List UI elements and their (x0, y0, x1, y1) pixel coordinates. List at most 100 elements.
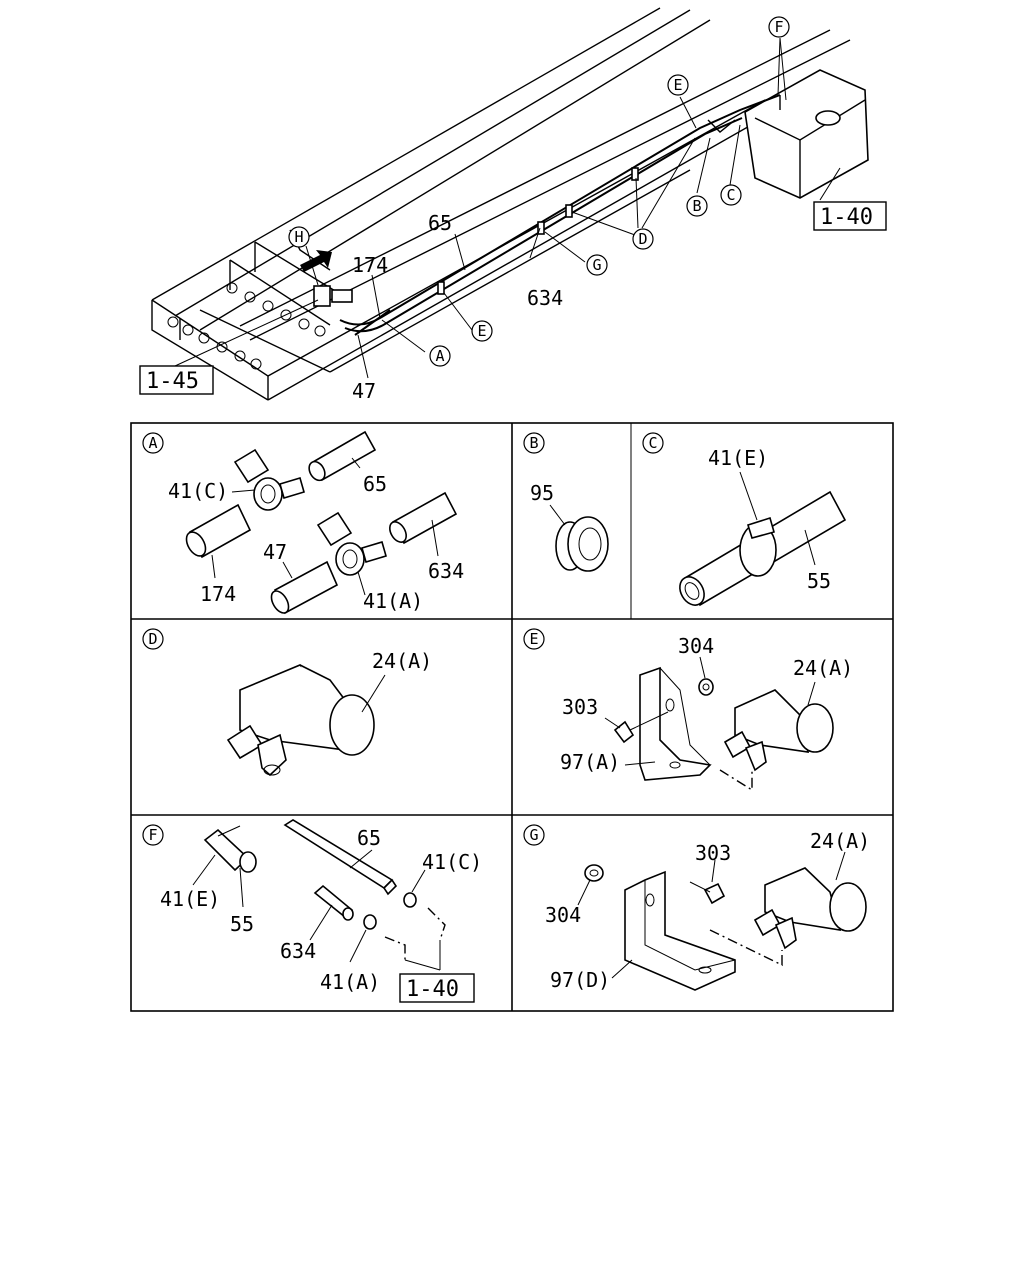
svg-text:G: G (529, 826, 538, 844)
panel-a-label-47: 47 (263, 540, 287, 564)
canister-drawing (744, 69, 869, 199)
clamp-41e-drawing-f (203, 825, 257, 873)
ref-box-1-40-overview[interactable]: 1-40 (813, 201, 887, 231)
svg-text:C: C (648, 434, 657, 452)
panel-a-label-634: 634 (428, 559, 464, 583)
svg-text:H: H (294, 228, 303, 246)
panel-e-label-97a: 97(A) (560, 750, 620, 774)
svg-text:E: E (529, 630, 538, 648)
bracket-97a-drawing (639, 666, 712, 781)
clip-24a-drawing-e (723, 689, 834, 772)
clamp-41c-drawing (233, 448, 305, 511)
panel-e-label-24a: 24(A) (793, 656, 853, 680)
marker-h-overview[interactable]: H (288, 226, 310, 248)
clip-24a-drawing-g (753, 867, 867, 950)
clip-24a-drawing-d (226, 664, 375, 777)
panel-f-label-55: 55 (230, 912, 254, 936)
panel-e-label-304: 304 (678, 634, 714, 658)
panel-g-label-24a: 24(A) (810, 829, 870, 853)
clamp-41a-drawing (316, 511, 387, 576)
svg-text:D: D (148, 630, 157, 648)
marker-e-overview-top[interactable]: E (667, 74, 689, 96)
panel-f-ref-1-40: 1-40 (406, 977, 459, 1002)
panel-e: E (523, 628, 834, 792)
ref-1-40-label: 1-40 (820, 205, 873, 230)
panel-a: A (142, 430, 458, 615)
svg-text:F: F (774, 18, 783, 36)
overview-label-634: 634 (527, 286, 563, 310)
svg-text:A: A (435, 347, 444, 365)
marker-d-panel: D (142, 628, 164, 650)
hose-174-drawing (185, 503, 252, 559)
svg-text:A: A (148, 434, 157, 452)
svg-text:E: E (673, 76, 682, 94)
panel-a-label-41c: 41(C) (168, 479, 228, 503)
svg-text:B: B (692, 197, 701, 215)
panel-d-label-24a: 24(A) (372, 649, 432, 673)
marker-g-overview[interactable]: G (586, 254, 608, 276)
panel-a-label-174: 174 (200, 582, 236, 606)
frame-rail-drawing (151, 7, 851, 401)
h-view-arrow (300, 250, 332, 272)
ref-box-1-45[interactable]: 1-45 (139, 365, 214, 395)
panel-a-label-65: 65 (363, 472, 387, 496)
panel-c-label-55: 55 (807, 569, 831, 593)
marker-f-panel: F (142, 824, 164, 846)
hose-634-drawing (389, 491, 458, 545)
panel-f-label-41a: 41(A) (320, 970, 380, 994)
grommet-95-drawing (555, 516, 609, 572)
marker-e-overview-low[interactable]: E (471, 320, 493, 342)
ref-1-45-label: 1-45 (146, 369, 199, 394)
bracket-97d-drawing (624, 870, 736, 991)
marker-f-overview[interactable]: F (768, 16, 790, 38)
panel-c-label-41e: 41(E) (708, 446, 768, 470)
overview-label-174: 174 (352, 253, 388, 277)
panel-g-label-304: 304 (545, 903, 581, 927)
clamp-41a-drawing-f (363, 914, 377, 930)
panel-a-label-41a: 41(A) (363, 589, 423, 613)
bolt-303-drawing (613, 711, 669, 744)
svg-text:D: D (638, 230, 647, 248)
marker-b-overview[interactable]: B (686, 195, 708, 217)
marker-a-overview[interactable]: A (429, 345, 451, 367)
panel-g-label-97d: 97(D) (550, 968, 610, 992)
panel-f: F (142, 819, 446, 971)
svg-text:B: B (529, 434, 538, 452)
panel-b-label-95: 95 (530, 481, 554, 505)
panel-e-label-303: 303 (562, 695, 598, 719)
svg-text:C: C (726, 186, 735, 204)
svg-text:E: E (477, 322, 486, 340)
clamp-41c-drawing-f (403, 892, 417, 908)
panel-d: D (142, 628, 386, 777)
panel-b: B (523, 432, 609, 572)
panel-g: G (523, 824, 867, 991)
panel-f-label-634: 634 (280, 939, 316, 963)
nut-304-drawing-g (584, 864, 604, 882)
panel-f-label-41c: 41(C) (422, 850, 482, 874)
marker-c-overview[interactable]: C (720, 184, 742, 206)
hose-47-drawing (270, 560, 339, 615)
svg-text:G: G (592, 256, 601, 274)
tank-fitting-drawing-f (384, 907, 446, 971)
marker-g-panel: G (523, 824, 545, 846)
panel-f-label-65: 65 (357, 826, 381, 850)
overview-label-65: 65 (428, 211, 452, 235)
svg-text:F: F (148, 826, 157, 844)
overview-leader-lines (174, 37, 841, 379)
hose-65-drawing (308, 430, 377, 482)
ref-box-1-40-panel-f[interactable]: 1-40 (399, 973, 475, 1003)
marker-b-panel: B (523, 432, 545, 454)
hose-634-drawing-f (313, 884, 354, 921)
bolt-303-drawing-g (689, 881, 726, 905)
detail-grid (130, 422, 894, 1012)
nut-304-drawing (698, 678, 714, 696)
overview-label-47: 47 (352, 379, 376, 403)
marker-d-overview[interactable]: D (632, 228, 654, 250)
panel-g-label-303: 303 (695, 841, 731, 865)
marker-e-panel: E (523, 628, 545, 650)
panel-c: C (642, 432, 847, 607)
fuel-pipe-lines (313, 94, 781, 336)
panel-f-label-41e: 41(E) (160, 887, 220, 911)
marker-c-panel: C (642, 432, 664, 454)
